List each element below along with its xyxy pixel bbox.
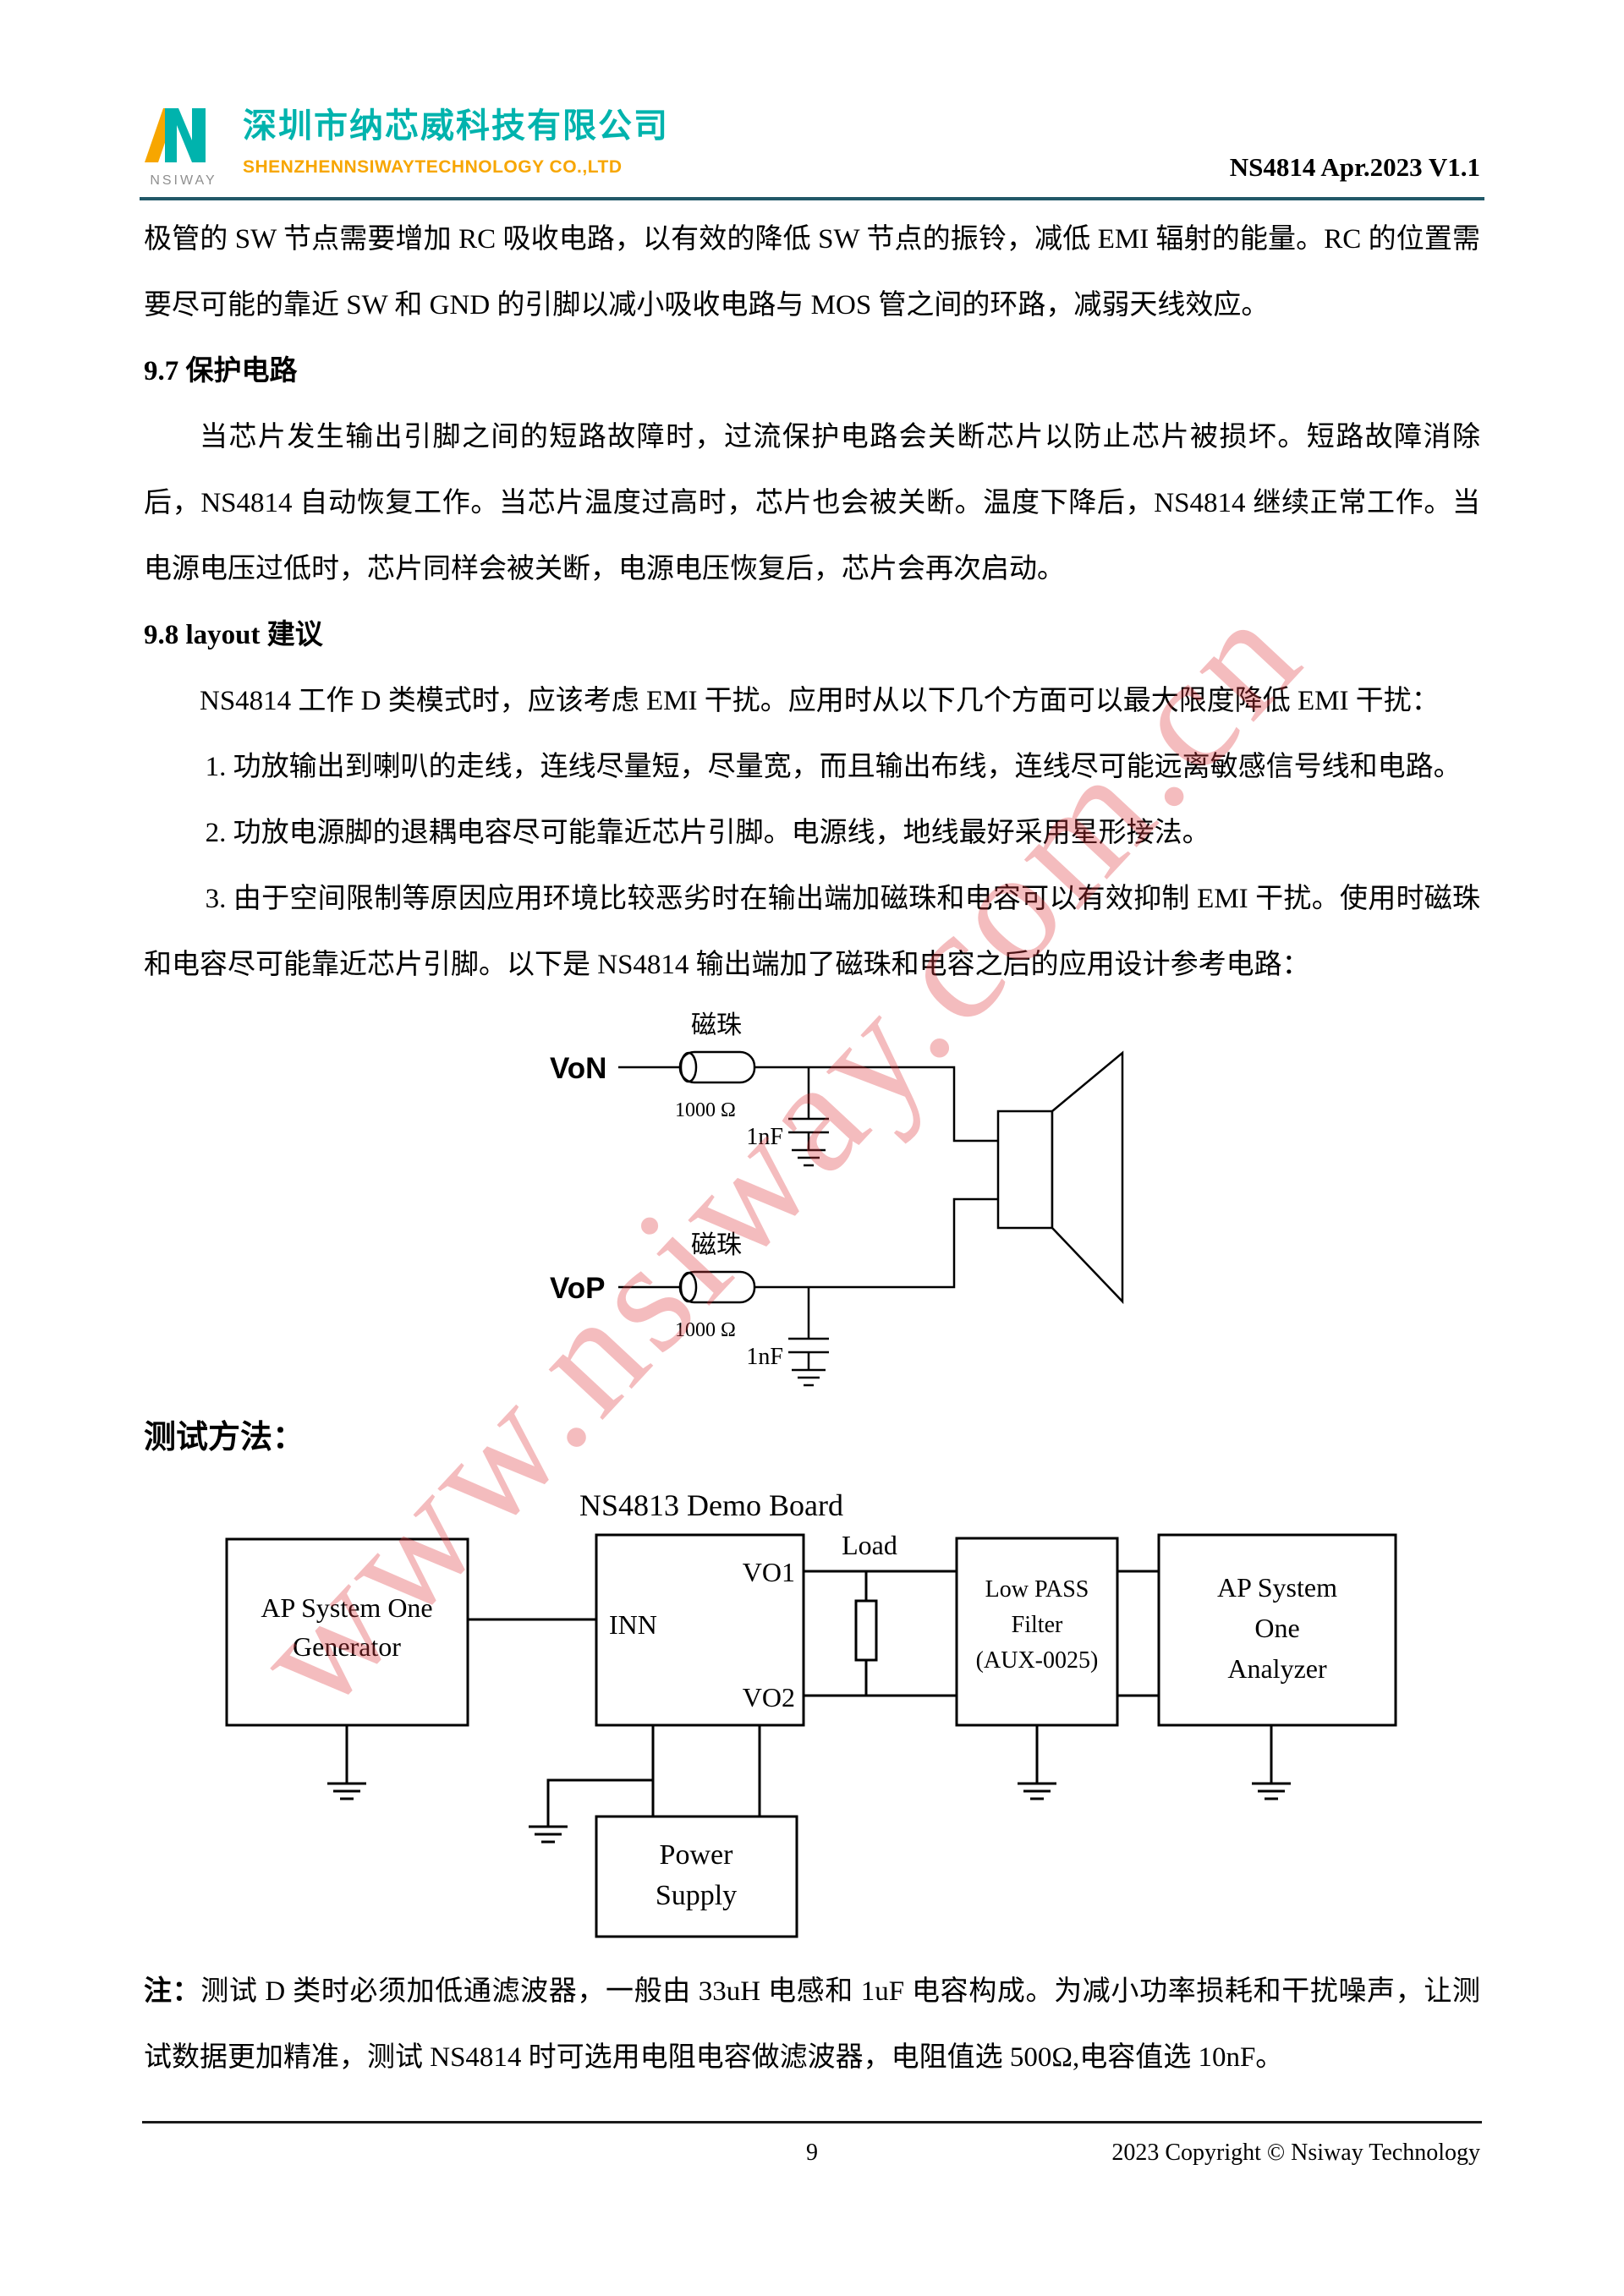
section-heading-9-8: 9.8 layout 建议 [144, 620, 323, 650]
analyzer-label-1: AP System [1217, 1572, 1337, 1603]
company-name: 深圳市纳芯威科技有限公司 [243, 107, 669, 145]
power-label-1: Power [660, 1839, 734, 1871]
filter-box [955, 1537, 1119, 1727]
note-prefix: 注： [144, 1976, 201, 2007]
wire-ground-tap [546, 1778, 653, 1827]
ferrite-bead-top-icon [678, 1050, 756, 1084]
analyzer-label-3: Analyzer [1227, 1653, 1327, 1684]
generator-label-2: Generator [293, 1631, 401, 1662]
logo-wordmark: NSIWAY [150, 173, 217, 188]
cap-value-top: 1nF [746, 1124, 783, 1150]
page-header: NSIWAY 深圳市纳芯威科技有限公司 SHENZHENNSIWAYTECHNO… [140, 98, 1480, 196]
generator-box [225, 1537, 469, 1727]
filter-label-1: Low PASS [985, 1576, 1089, 1603]
note-paragraph: 注：测试 D 类时必须加低通滤波器，一般由 33uH 电感和 1uF 电容构成。… [144, 1959, 1480, 2091]
bead-label-top: 磁珠 [691, 1011, 742, 1039]
analyzer-box [1157, 1533, 1397, 1727]
cap-value-bottom: 1nF [746, 1344, 783, 1370]
page-number: 9 [806, 2140, 818, 2166]
speaker-icon [996, 1050, 1124, 1305]
power-box [595, 1815, 798, 1938]
note-text: 测试 D 类时必须加低通滤波器，一般由 33uH 电感和 1uF 电容构成。为减… [144, 1976, 1480, 2073]
von-wire [618, 1066, 998, 1143]
von-label: VoN [550, 1052, 606, 1085]
company-block: 深圳市纳芯威科技有限公司 SHENZHENNSIWAYTECHNOLOGY CO… [243, 98, 669, 178]
ground-icon-generator [327, 1725, 366, 1800]
ferrite-bead-bottom-icon [678, 1270, 756, 1304]
company-subtitle: SHENZHENNSIWAYTECHNOLOGY CO.,LTD [243, 157, 623, 177]
load-label: Load [842, 1530, 897, 1560]
header-rule [140, 197, 1484, 200]
filter-label-3: (AUX-0025) [976, 1647, 1099, 1674]
ground-icon-analyzer [1252, 1725, 1291, 1800]
paragraph-9-7: 当芯片发生输出引脚之间的短路故障时，过流保护电路会关断芯片以防止芯片被损坏。短路… [144, 422, 1480, 584]
generator-label-1: AP System One [261, 1592, 432, 1623]
power-label-2: Supply [656, 1880, 737, 1911]
capacitor-bottom-icon [788, 1287, 829, 1387]
capacitor-top-icon [788, 1067, 829, 1167]
ground-icon-filter [1018, 1725, 1056, 1800]
copyright: 2023 Copyright © Nsiway Technology [1111, 2140, 1480, 2166]
paragraph-intro: 极管的 SW 节点需要增加 RC 吸收电路，以有效的降低 SW 节点的振铃，减低… [144, 224, 1480, 321]
vop-label: VoP [550, 1272, 605, 1305]
bead-value-bottom: 1000 Ω [675, 1319, 736, 1341]
bead-label-bottom: 磁珠 [691, 1231, 742, 1259]
page-content: 极管的 SW 节点需要增加 RC 吸收电路，以有效的降低 SW 节点的振铃，减低… [144, 206, 1480, 2091]
paragraph-9-8: NS4814 工作 D 类模式时，应该考虑 EMI 干扰。应用时从以下几个方面可… [200, 686, 1440, 716]
test-method-heading: 测试方法： [144, 1420, 305, 1455]
inn-label: INN [609, 1609, 657, 1640]
vop-wire [618, 1197, 998, 1289]
vo2-label: VO2 [743, 1682, 795, 1712]
analyzer-label-2: One [1254, 1613, 1299, 1643]
list-item-2: 2. 功放电源脚的退耦电容尽可能靠近芯片引脚。电源线，地线最好采用星形接法。 [205, 818, 1210, 848]
demo-board-box [595, 1533, 805, 1727]
bead-value-top: 1000 Ω [675, 1099, 736, 1121]
filter-label-2: Filter [1012, 1612, 1063, 1638]
footer-rule [142, 2121, 1482, 2123]
vo1-label: VO1 [743, 1557, 795, 1587]
company-logo-icon: NSIWAY [145, 108, 217, 188]
load-resistor-icon [854, 1571, 878, 1696]
logo-shape-teal [165, 108, 206, 162]
doc-reference: NS4814 Apr.2023 V1.1 [1229, 152, 1480, 182]
board-title: NS4813 Demo Board [579, 1488, 843, 1522]
output-filter-circuit-diagram: 磁珠 VoN 1000 Ω 1nF 磁珠 VoP 1000 Ω 1nF [550, 1011, 1124, 1387]
test-setup-diagram: NS4813 Demo Board AP System One Generato… [225, 1488, 1397, 1938]
list-item-3: 3. 由于空间限制等原因应用环境比较恶劣时在输出端加磁珠和电容可以有效抑制 EM… [144, 884, 1480, 980]
list-item-1: 1. 功放输出到喇叭的走线，连线尽量短，尽量宽，而且输出布线，连线尽可能远离敏感… [205, 752, 1462, 782]
ground-icon-tap [529, 1825, 568, 1844]
section-heading-9-7: 9.7 保护电路 [144, 356, 298, 386]
